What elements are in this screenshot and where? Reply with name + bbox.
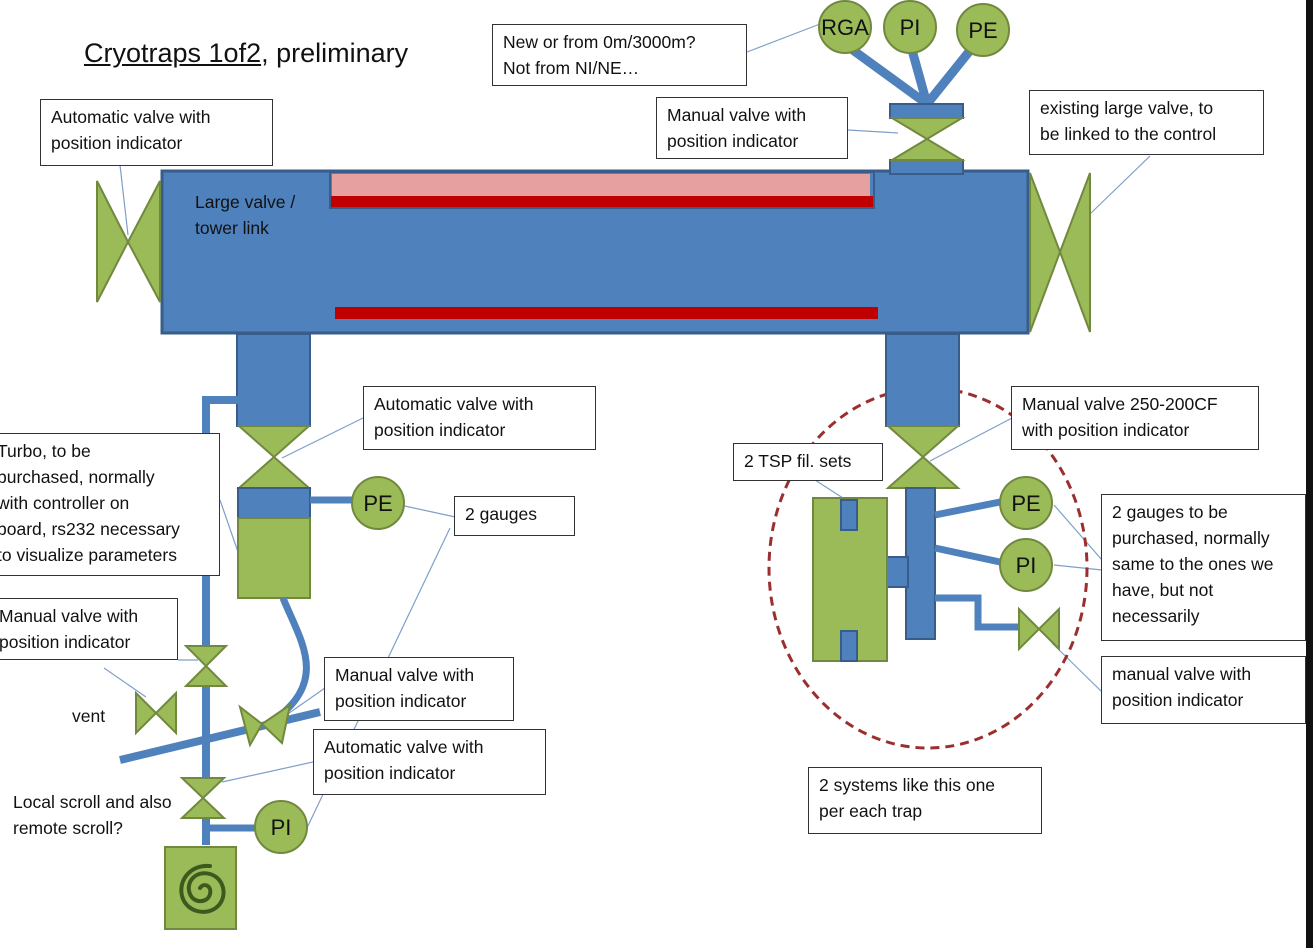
gauge-top-pe-label: PE	[968, 18, 997, 43]
tsp-filament-bottom	[840, 630, 858, 662]
gauge-right-pi-label: PI	[1016, 553, 1037, 578]
page-title: Cryotraps 1of2, preliminary	[84, 38, 408, 69]
left-down-pipe	[236, 333, 311, 427]
gauge-left-pe-label: PE	[363, 491, 392, 516]
label-large-valve-tower-link: Large valve / tower link	[195, 192, 296, 238]
right-stem-pipe	[905, 487, 936, 640]
callout-auto-valve-left-top: Automatic valve with position indicator	[40, 99, 273, 166]
heater-strip-bottom	[335, 307, 878, 319]
heater-strip-top	[330, 196, 874, 208]
callout-new-or-from: New or from 0m/3000m? Not from NI/NE…	[492, 24, 747, 86]
gauge-right-pe: PE	[999, 476, 1053, 530]
heater-strip-top-pink	[332, 174, 870, 196]
gauge-left-pi-label: PI	[271, 815, 292, 840]
turbo-pump	[237, 517, 311, 599]
right-side-stub	[885, 556, 909, 588]
gauge-right-pi: PI	[999, 538, 1053, 592]
title-underlined: Cryotraps 1of2	[84, 38, 262, 68]
main-chamber	[160, 169, 1030, 335]
label-local-scroll: Local scroll and also remote scroll?	[13, 792, 172, 838]
auto-valve-bottom	[179, 777, 227, 819]
title-rest: , preliminary	[261, 38, 409, 68]
callout-manual-valve-left: Manual valve with position indicator	[0, 598, 178, 660]
right-manual-valve-250	[885, 425, 961, 489]
manual-valve-center	[238, 702, 292, 748]
scroll-spiral-icon	[179, 863, 226, 914]
callout-manual-valve-center: Manual valve with position indicator	[324, 657, 514, 721]
gauge-top-pi: PI	[883, 0, 937, 54]
callout-two-gauges: 2 gauges	[454, 496, 575, 536]
left-large-valve	[96, 180, 161, 303]
top-gauge-connectors	[845, 43, 977, 109]
top-port-flange-upper	[889, 103, 964, 119]
gauge-left-pe: PE	[351, 476, 405, 530]
gauge-rga-label: RGA	[821, 15, 869, 40]
callout-auto-valve-mid: Automatic valve with position indicator	[363, 386, 596, 450]
callout-auto-valve-bottom: Automatic valve with position indicator	[313, 729, 546, 795]
callout-manual-valve-250: Manual valve 250-200CF with position ind…	[1011, 386, 1259, 450]
gauge-right-pe-label: PE	[1011, 491, 1040, 516]
top-port-flange-lower	[889, 159, 964, 175]
turbo-flange	[237, 487, 311, 519]
right-down-pipe	[885, 333, 960, 427]
right-existing-valve	[1029, 172, 1091, 333]
right-manual-valve	[1018, 606, 1060, 652]
callout-manual-valve-right: manual valve with position indicator	[1101, 656, 1306, 724]
right-frame-edge	[1306, 0, 1313, 948]
label-vent: vent	[72, 706, 106, 726]
callout-turbo: Turbo, to be purchased, normally with co…	[0, 433, 220, 576]
tsp-filament-top	[840, 499, 858, 531]
top-manual-valve	[888, 117, 966, 161]
left-auto-valve	[236, 425, 312, 489]
vent-valve	[135, 690, 177, 736]
gauge-top-pi-label: PI	[900, 15, 921, 40]
callout-tsp-sets: 2 TSP fil. sets	[733, 443, 883, 481]
turbo-exhaust-line	[271, 596, 310, 723]
callout-leaders	[103, 23, 1151, 831]
gauge-rga: RGA	[818, 0, 872, 54]
callout-two-systems: 2 systems like this one per each trap	[808, 767, 1042, 834]
callout-existing-large-valve: existing large valve, to be linked to th…	[1029, 90, 1264, 155]
heater-top-frame	[329, 171, 875, 209]
callout-manual-valve-top: Manual valve with position indicator	[656, 97, 848, 159]
manual-valve-left	[183, 645, 229, 687]
gauge-top-pe: PE	[956, 3, 1010, 57]
gauge-left-pi: PI	[254, 800, 308, 854]
callout-two-gauges-purchase: 2 gauges to be purchased, normally same …	[1101, 494, 1306, 641]
